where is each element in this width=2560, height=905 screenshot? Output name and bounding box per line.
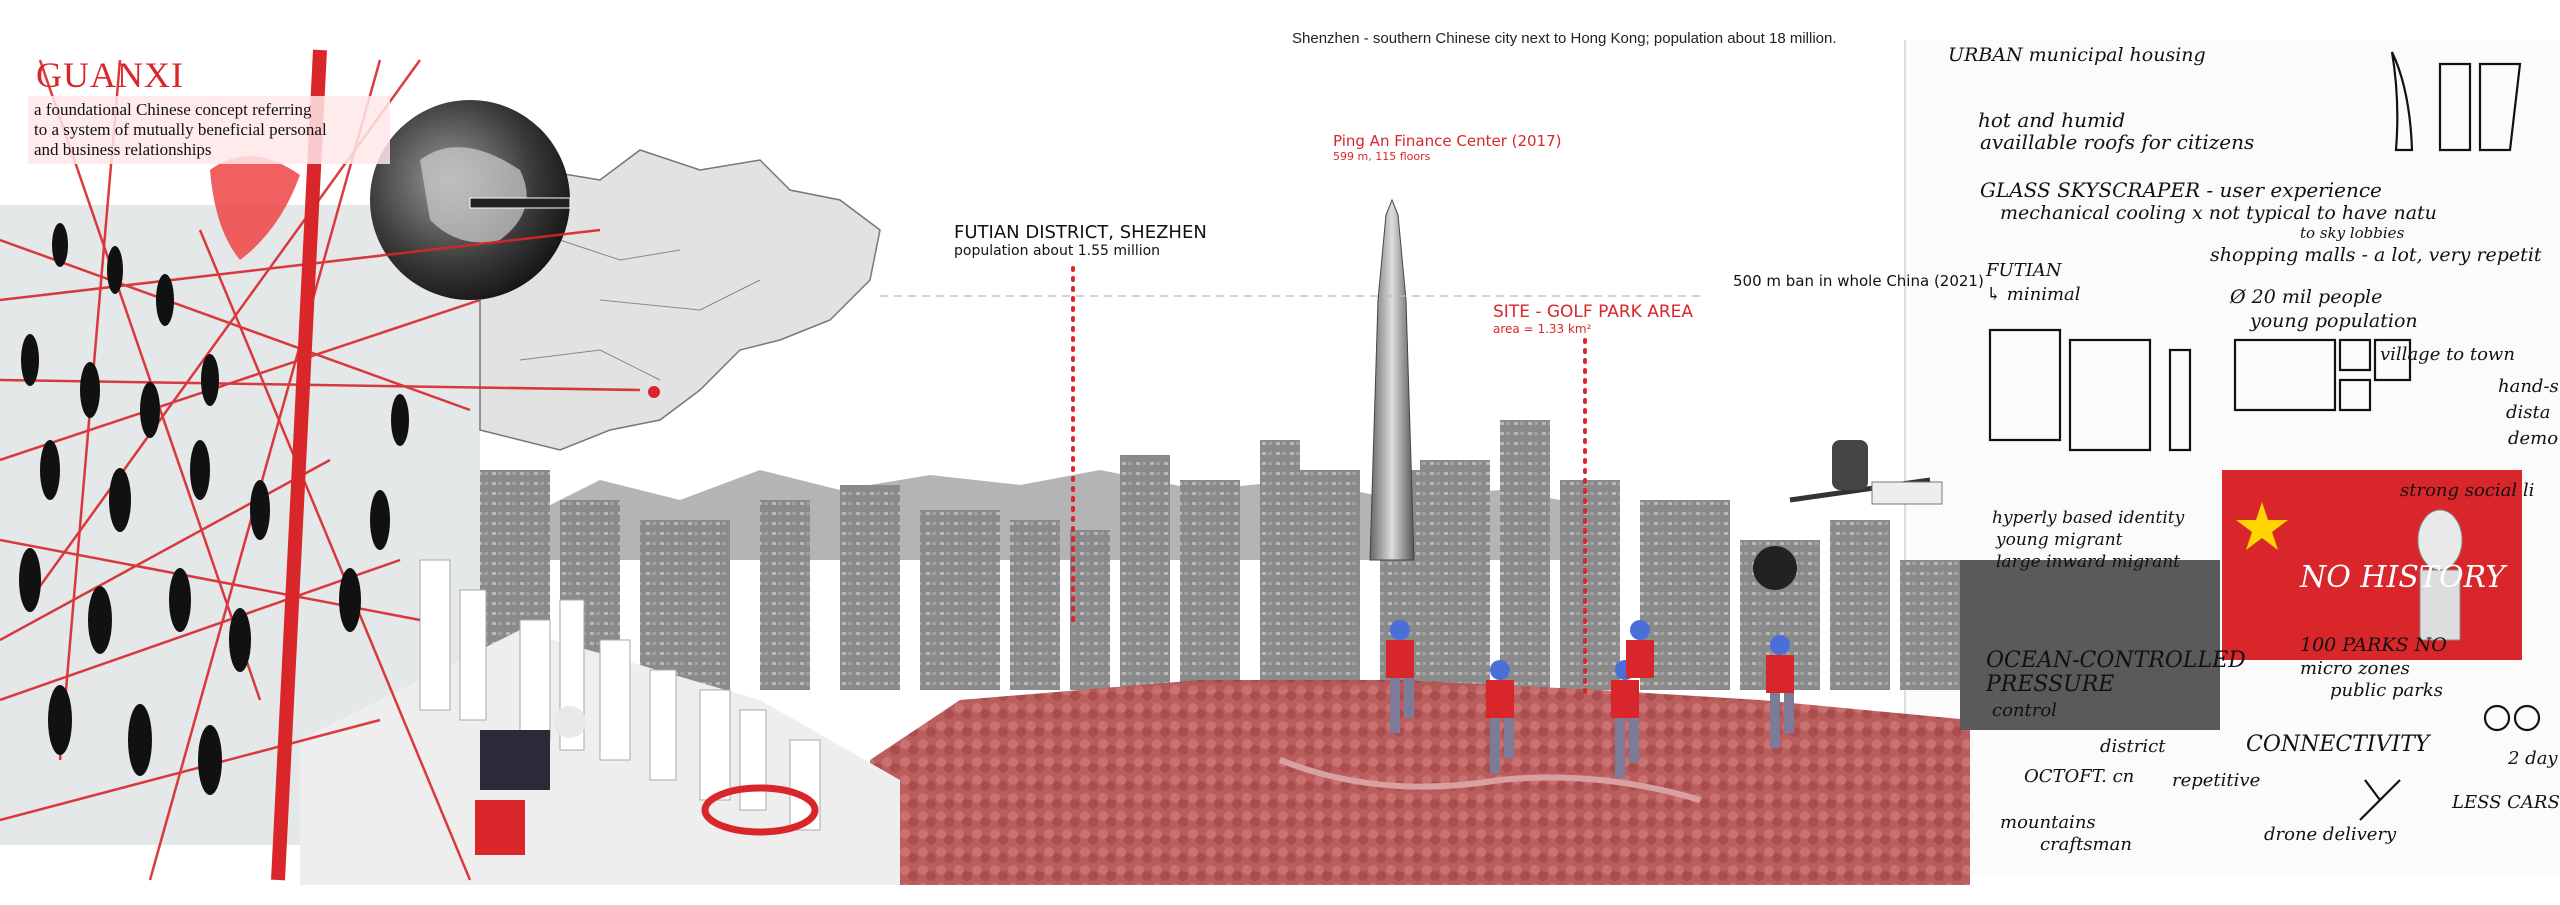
futian-title: FUTIAN DISTRICT, SHEZHEN: [954, 222, 1207, 243]
note-minimal: ↳ minimal: [1986, 284, 2081, 305]
note-migrant: young migrant: [1996, 530, 2123, 550]
note-malls: shopping malls - a lot, very repetit: [2210, 244, 2542, 266]
definition-line: and business relationships: [34, 140, 212, 159]
note-no-history: NO HISTORY: [2300, 560, 2506, 595]
note-connectivity: CONNECTIVITY: [2246, 732, 2430, 757]
ban-label: 500 m ban in whole China (2021): [1733, 272, 1984, 290]
pingan-sub: 599 m, 115 floors: [1333, 150, 1431, 163]
pingan-label: Ping An Finance Center (2017) 599 m, 115…: [1333, 132, 1562, 163]
note-mountains: mountains: [2000, 812, 2096, 833]
note-microzones: micro zones: [2300, 658, 2410, 679]
note-glass: GLASS SKYSCRAPER - user experience: [1980, 178, 2382, 202]
note-demo: demo: [2508, 428, 2559, 449]
top-caption: Shenzhen - southern Chinese city next to…: [1292, 30, 1837, 47]
note-identity: hyperly based identity: [1992, 508, 2185, 528]
futian-population: population about 1.55 million: [954, 243, 1161, 259]
note-less-cars: LESS CARS: [2452, 792, 2560, 813]
note-young: young population: [2250, 310, 2418, 332]
futian-label: FUTIAN DISTRICT, SHEZHEN population abou…: [954, 222, 1207, 259]
note-2day: 2 day: [2508, 748, 2558, 769]
site-label: SITE - GOLF PARK AREA area = 1.33 km²: [1493, 302, 1693, 336]
note-control: control: [1992, 700, 2057, 721]
note-drone: drone delivery: [2264, 824, 2397, 845]
note-pressure: PRESSURE: [1986, 672, 2115, 697]
note-octoft: OCTOFT. cn: [2024, 766, 2135, 787]
note-parks: 100 PARKS NO: [2300, 634, 2447, 656]
pingan-title: Ping An Finance Center (2017): [1333, 132, 1562, 150]
note-roofs: availlable roofs for citizens: [1980, 130, 2255, 154]
note-humid: hot and humid: [1978, 108, 2126, 132]
definition-line: to a system of mutually beneficial perso…: [34, 120, 327, 139]
note-district: district: [2100, 736, 2166, 757]
note-dista: dista: [2506, 402, 2551, 423]
note-futian: FUTIAN: [1986, 260, 2062, 281]
note-repetitive: repetitive: [2172, 770, 2261, 791]
note-village: village to town: [2380, 344, 2515, 365]
note-inward: large inward migrant: [1996, 552, 2181, 572]
note-20mil: Ø 20 mil people: [2230, 286, 2383, 308]
note-cooling: mechanical cooling x not typical to have…: [2000, 202, 2437, 224]
note-social: strong social li: [2400, 480, 2535, 501]
note-ocean: OCEAN-CONTROLLED: [1986, 648, 2246, 673]
note-public-parks: public parks: [2330, 680, 2443, 701]
definition-line: a foundational Chinese concept referring: [34, 100, 312, 119]
guanxi-definition: a foundational Chinese concept referring…: [28, 96, 390, 164]
note-urban: URBAN municipal housing: [1948, 44, 2206, 66]
note-craftsman: craftsman: [2040, 834, 2132, 855]
site-area: area = 1.33 km²: [1493, 322, 1592, 336]
note-lobbies: to sky lobbies: [2300, 224, 2405, 242]
guanxi-title: GUANXI: [36, 55, 184, 95]
note-hand: hand-s: [2498, 376, 2559, 397]
site-title: SITE - GOLF PARK AREA: [1493, 302, 1694, 322]
